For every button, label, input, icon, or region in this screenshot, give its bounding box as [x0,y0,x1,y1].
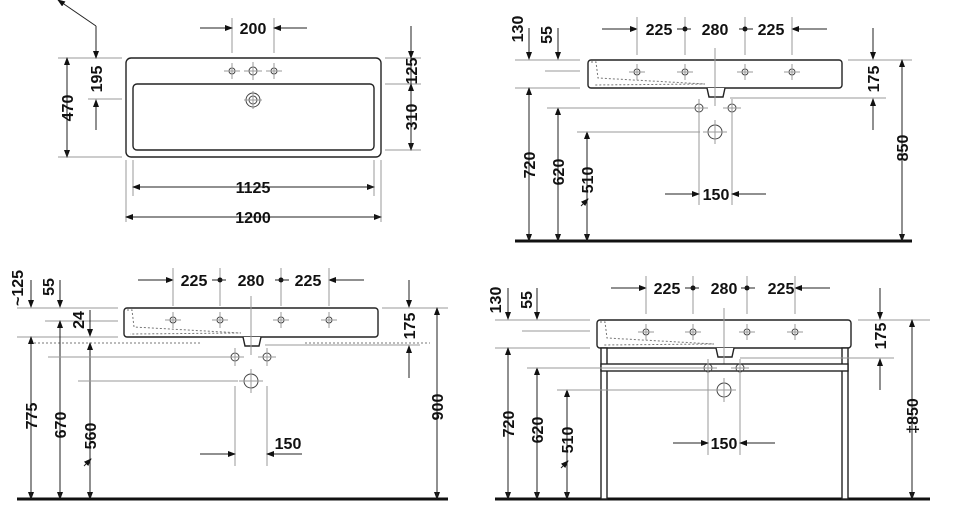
basin-bowl-outline [132,83,375,151]
dim-overall-width: 1200 [235,210,271,227]
floor-arrow [83,458,92,467]
console-leg [600,347,608,500]
dim-basin-height: 175 [873,323,890,350]
dim-height-560: 560 [83,423,100,450]
top-view: 200 470 195 125 310 1125 1200 [60,21,421,227]
floor-arrow [580,198,589,207]
dim-height-510: 510 [560,427,577,454]
dim-spacing-left: 225 [181,273,208,290]
waste-outlet [715,347,735,358]
console-mounted-view: 130 55 225 280 225 175 720 620 510 ‡850 … [488,281,922,453]
basin-bowl-hidden-line [600,321,715,346]
dim-basin-height: 175 [866,66,883,93]
dim-rim-offset: 55 [539,26,556,44]
dim-spacing-right: 225 [758,22,785,39]
floor-arrow [560,460,569,469]
dimension-arrow [57,0,97,27]
dim-height-670: 670 [53,412,70,439]
dim-spacing-left: 225 [646,22,673,39]
dim-spacing-mid: 280 [238,273,265,290]
dim-spacing-left: 225 [654,281,681,298]
dim-spacing-mid: 280 [702,22,729,39]
dim-height-850: ‡850 [905,398,922,434]
wall-mounted-view: 130 55 225 280 225 175 720 620 510 850 1… [510,16,912,204]
dim-height-510: 510 [580,167,597,194]
dim-drain-spacing: 150 [275,436,302,453]
furniture-mounted-view: ~125 55 24 225 280 225 175 775 670 560 9… [10,270,447,453]
dim-height-620: 620 [530,417,547,444]
dim-rim-offset: 55 [41,278,58,296]
dim-overall-depth: 470 [60,95,77,122]
dim-spacing-right: 225 [295,273,322,290]
dim-height-775: 775 [24,403,41,430]
basin-bowl-hidden-line [591,61,706,86]
console-leg [841,347,849,500]
dim-drain-spacing: 150 [703,187,730,204]
dim-basin-depth: 310 [404,104,421,131]
dim-top-offset: 130 [510,16,527,43]
dim-height-850: 850 [895,135,912,162]
dim-tap-hole-offset: 195 [89,66,106,93]
dim-top-offset: 130 [488,287,505,314]
waste-outlet [242,336,262,347]
dim-inner-width: 1125 [236,180,271,197]
dim-rim-offset: 55 [519,291,536,309]
dim-height-620: 620 [551,159,568,186]
dim-top-offset: ~125 [10,270,27,306]
waste-outlet [706,87,726,98]
dim-basin-height: 175 [402,313,419,340]
dim-spacing-mid: 280 [711,281,738,298]
dim-height-900: 900 [430,394,447,421]
dim-spacing-right: 225 [768,281,795,298]
dim-height-720: 720 [522,152,539,179]
dim-recess: 24 [71,311,88,329]
dim-height-720: 720 [501,411,518,438]
drawing-geometry [17,0,930,501]
dim-drain-spacing: 150 [711,436,738,453]
dim-rim-depth: 125 [404,58,421,85]
dim-hole-spacing: 200 [240,21,267,38]
